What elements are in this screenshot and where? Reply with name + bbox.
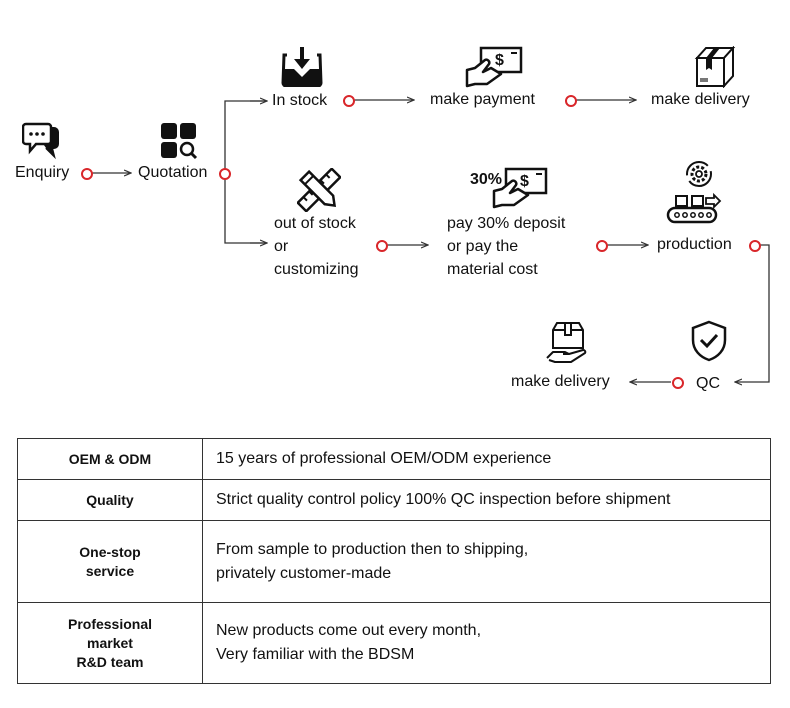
inbox-download-icon xyxy=(281,47,323,87)
node-label: In stock xyxy=(272,92,328,109)
table-row: Professional market R&D team New product… xyxy=(17,602,771,684)
conveyor-gear-icon xyxy=(666,161,722,224)
ruler-pencil-icon xyxy=(297,168,341,212)
features-table: OEM & ODM 15 years of professional OEM/O… xyxy=(17,438,771,684)
node-label: Enquiry xyxy=(15,164,70,181)
row-key: One-stop service xyxy=(17,520,203,603)
branch-line xyxy=(224,100,266,244)
svg-text:$: $ xyxy=(520,173,529,190)
svg-text:$: $ xyxy=(495,52,504,69)
node-label: make payment xyxy=(430,91,535,108)
connector-dot-in-stock xyxy=(343,95,355,107)
row-value: From sample to production then to shippi… xyxy=(202,520,771,603)
row-key: Quality xyxy=(17,479,203,521)
connector-dot-make-payment xyxy=(565,95,577,107)
connector-dot-qc xyxy=(672,377,684,389)
node-label: make delivery xyxy=(511,373,610,390)
percent-badge: 30% xyxy=(470,171,503,188)
line-production-qc xyxy=(735,244,770,382)
connector-dot-deposit xyxy=(596,240,608,252)
row-value: 15 years of professional OEM/ODM experie… xyxy=(202,438,771,480)
table-row: Quality Strict quality control policy 10… xyxy=(17,479,771,521)
row-value: Strict quality control policy 100% QC in… xyxy=(202,479,771,521)
node-label: Quotation xyxy=(138,164,208,181)
node-label: make delivery xyxy=(651,91,750,108)
hand-cash-icon: $ xyxy=(465,46,523,88)
table-row: OEM & ODM 15 years of professional OEM/O… xyxy=(17,438,771,480)
connector-dot-quotation xyxy=(219,168,231,180)
flow-connectors xyxy=(92,0,770,420)
table-row: One-stop service From sample to producti… xyxy=(17,520,771,603)
shield-check-icon xyxy=(691,320,727,362)
chat-bubbles-icon xyxy=(22,122,59,160)
connector-dot-out-of-stock xyxy=(376,240,388,252)
node-label: production xyxy=(657,236,732,253)
node-label: pay 30% deposit or pay the material cost xyxy=(447,215,566,278)
node-label: out of stock or customizing xyxy=(274,215,359,278)
row-key: Professional market R&D team xyxy=(17,602,203,684)
row-key: OEM & ODM xyxy=(17,438,203,480)
hand-package-icon xyxy=(546,322,587,363)
connector-dot-enquiry xyxy=(81,168,93,180)
row-value: New products come out every month, Very … xyxy=(202,602,771,684)
connector-dot-production xyxy=(749,240,761,252)
hand-cash-percent-icon: $ xyxy=(492,167,548,209)
node-label: QC xyxy=(696,375,720,392)
grid-search-icon xyxy=(161,123,198,160)
package-box-icon xyxy=(694,46,736,88)
